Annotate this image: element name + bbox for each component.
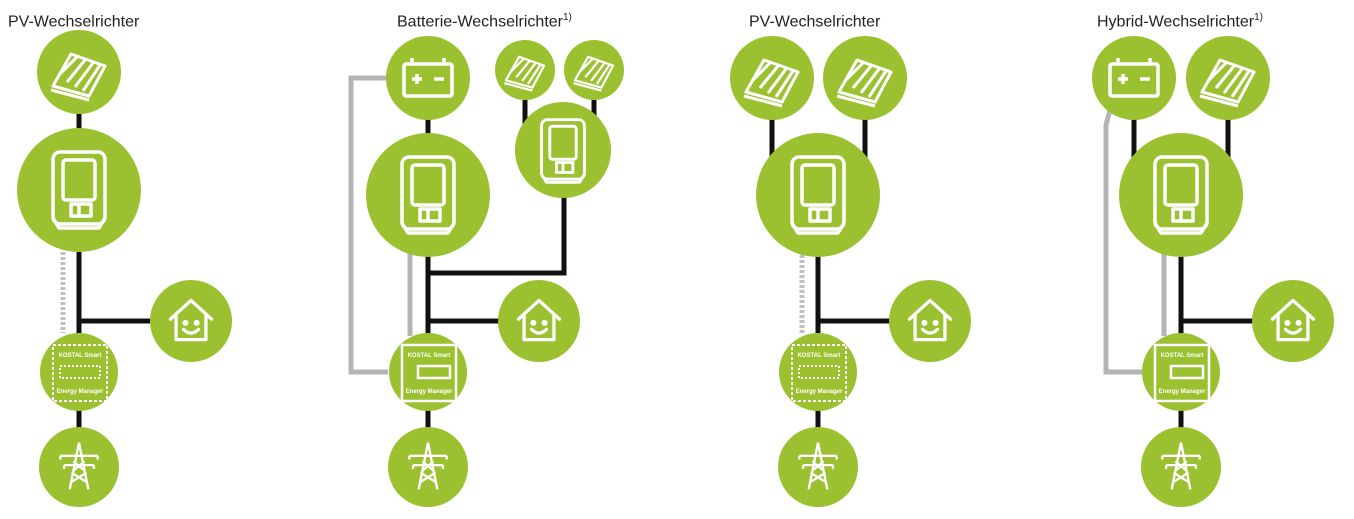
meter-label-top: KOSTAL Smart [798, 353, 841, 359]
inverter-node [756, 133, 880, 257]
house-node [889, 280, 971, 362]
panel-title-pv-inverter-2: PV-Wechselrichter [749, 13, 881, 31]
grid-node [39, 427, 119, 507]
meter-label-bottom: Energy Manager [406, 389, 453, 395]
house-node [150, 280, 232, 362]
solar-panel-node [730, 36, 814, 120]
solar-panel-node [564, 40, 624, 100]
hybrid-inverter-node [1119, 133, 1243, 257]
inverter-node [17, 128, 141, 252]
solar-panel-node [1186, 36, 1270, 120]
battery-node [386, 36, 470, 120]
power-line [428, 190, 567, 276]
house-node [1252, 280, 1334, 362]
solar-panel-node [823, 36, 907, 120]
energy-manager-node: KOSTAL Smart Energy Manager [389, 333, 467, 411]
meter-label-top: KOSTAL Smart [59, 353, 102, 359]
meter-label-top: KOSTAL Smart [408, 353, 451, 359]
meter-label-bottom: Energy Manager [1159, 389, 1206, 395]
meter-label-bottom: Energy Manager [796, 389, 843, 395]
panel-4: KOSTAL Smart Energy Manager [1092, 36, 1334, 507]
panel-title-hybrid-inverter: Hybrid-Wechselrichter1) [1097, 12, 1263, 31]
panel-title-battery-inverter: Batterie-Wechselrichter1) [397, 12, 572, 31]
energy-manager-node: KOSTAL Smart Energy Manager [779, 333, 857, 411]
panel-2: KOSTAL Smart Energy Manager [348, 36, 624, 507]
meter-label-top: KOSTAL Smart [1161, 353, 1204, 359]
grid-node [778, 427, 858, 507]
house-node [498, 280, 580, 362]
solar-panel-node [495, 40, 555, 100]
energy-manager-node: KOSTAL Smart Energy Manager [40, 333, 118, 411]
solar-panel-node [37, 30, 121, 114]
data-line [348, 75, 388, 375]
panel-1: KOSTAL Smart Energy Manager [17, 30, 232, 507]
panel-3: KOSTAL Smart Energy Manager [730, 36, 971, 507]
panel-title-pv-inverter-1: PV-Wechselrichter [8, 13, 140, 31]
data-line [1103, 109, 1142, 375]
battery-node [1092, 36, 1176, 120]
grid-node [388, 427, 468, 507]
battery-inverter-node [366, 133, 490, 257]
energy-manager-node: KOSTAL Smart Energy Manager [1142, 333, 1220, 411]
pv-inverter-node [515, 102, 611, 198]
meter-label-bottom: Energy Manager [57, 389, 104, 395]
grid-node [1141, 427, 1221, 507]
